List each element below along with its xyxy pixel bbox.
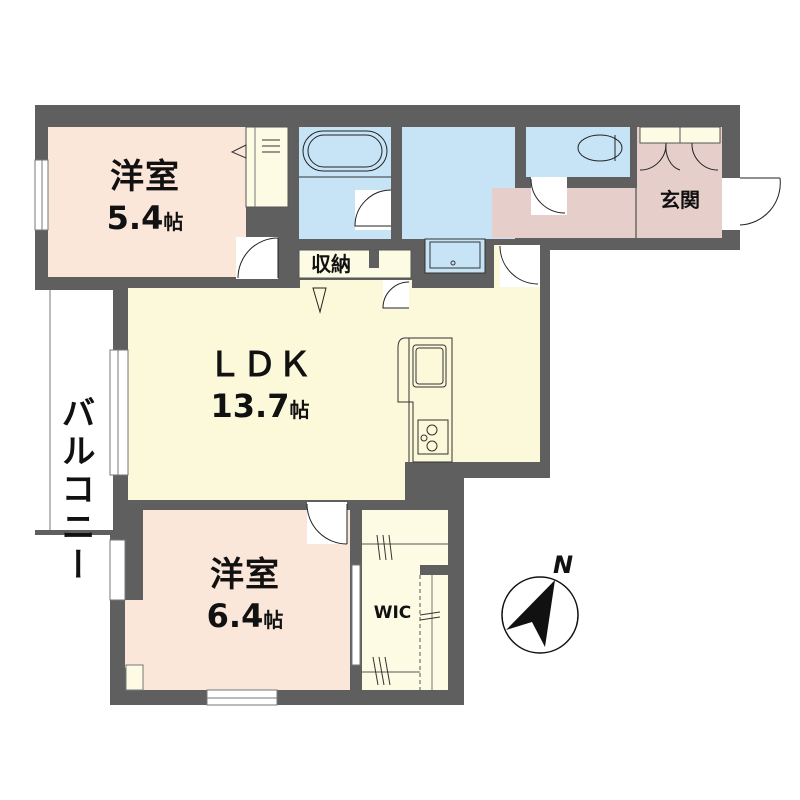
storage-area (298, 249, 412, 279)
room-size: 5.4帖 (106, 199, 184, 237)
bedroom-north-area (48, 127, 246, 277)
balcony-area (35, 290, 113, 530)
room-size: 6.4帖 (206, 597, 284, 635)
ldk-label: ＬＤＫ 13.7帖 (180, 348, 340, 422)
bedroom-south-label: 洋室 6.4帖 (160, 558, 330, 632)
entrance-area (637, 127, 722, 238)
room-name: 洋室 (110, 157, 180, 197)
toilet-area (526, 127, 630, 177)
storage-label: 収納 (311, 252, 351, 276)
wic-area (362, 510, 448, 690)
entrance-label: 玄関 (660, 188, 700, 212)
wic-label: WIC (373, 603, 412, 623)
room-size: 13.7帖 (210, 387, 310, 425)
bedroom-south-area (125, 510, 350, 690)
bedroom-north-label: 洋室 5.4帖 (60, 160, 230, 234)
room-name: ＬＤＫ (207, 345, 313, 385)
compass-icon (501, 576, 579, 654)
balcony-label: バルコニー (55, 395, 95, 585)
room-name: 洋室 (210, 555, 280, 595)
compass-north-label: N (553, 551, 574, 579)
